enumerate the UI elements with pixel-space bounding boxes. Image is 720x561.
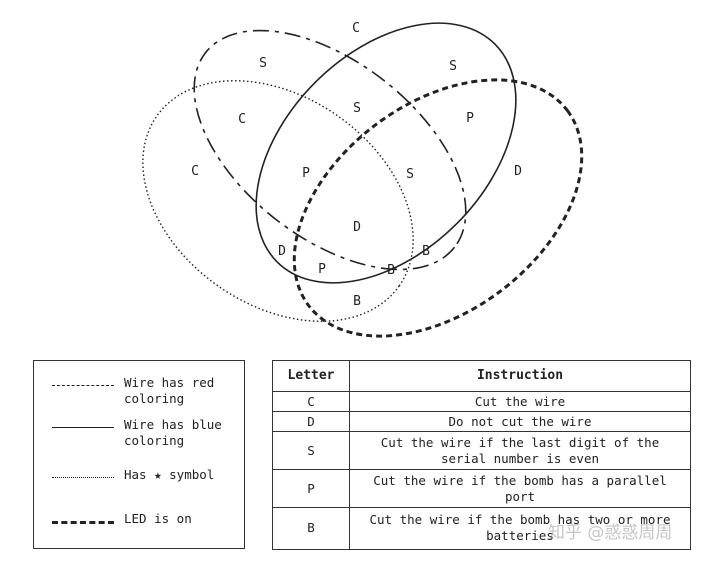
legend-box: Wire has red coloring Wire has blue colo… xyxy=(33,360,245,549)
table-row: C Cut the wire xyxy=(272,390,691,413)
row-letter: D xyxy=(272,411,350,433)
legend-label-led: LED is on xyxy=(124,511,192,526)
table-row: P Cut the wire if the bomb has a paralle… xyxy=(272,469,691,508)
region-all-four: D xyxy=(353,220,361,235)
solid-line-swatch xyxy=(52,427,114,428)
star-symbol-ellipse xyxy=(142,80,414,322)
region-red-led: B xyxy=(422,244,430,259)
legend-item-blue: Wire has blue coloring xyxy=(52,417,244,449)
instruction-table: Letter Instruction C Cut the wire D Do n… xyxy=(272,360,691,551)
legend-label-star: Has ★ symbol xyxy=(124,467,215,482)
row-letter: P xyxy=(272,469,350,508)
dotted-line-swatch xyxy=(52,477,114,478)
row-instruction: Do not cut the wire xyxy=(349,411,691,433)
table-header-row: Letter Instruction xyxy=(272,360,691,392)
region-star-red-blue: P xyxy=(302,166,310,181)
region-star-led: B xyxy=(353,294,361,309)
region-red-blue: S xyxy=(353,101,361,116)
venn-diagram: C S S S C P C P S D D D P B B B xyxy=(142,21,584,338)
heavy-dashed-line-swatch xyxy=(52,521,114,524)
legend-label-red: Wire has red coloring xyxy=(124,375,215,406)
row-instruction: Cut the wire if the last digit of the se… xyxy=(349,431,691,471)
watermark: 知乎 @惑惑周周 xyxy=(548,523,673,543)
region-star-only: C xyxy=(191,164,199,179)
region-red-only: S xyxy=(259,56,267,71)
blue-wire-ellipse xyxy=(255,22,517,284)
dashed-line-swatch xyxy=(52,385,114,386)
legend-label-blue: Wire has blue coloring xyxy=(124,417,222,448)
row-letter: C xyxy=(272,390,350,413)
region-c-outside: C xyxy=(352,21,360,36)
region-star-red-led: B xyxy=(387,263,395,278)
legend-item-star: Has ★ symbol xyxy=(52,467,244,483)
row-instruction: Cut the wire if the bomb has a parallel … xyxy=(349,469,691,508)
region-led-only: D xyxy=(514,164,522,179)
row-instruction: Cut the wire xyxy=(349,390,691,413)
region-led-blue: P xyxy=(466,111,474,126)
table-row: S Cut the wire if the last digit of the … xyxy=(272,431,691,471)
legend-item-red: Wire has red coloring xyxy=(52,375,244,407)
table-row: D Do not cut the wire xyxy=(272,411,691,433)
led-on-ellipse xyxy=(292,78,584,338)
table-row: B Cut the wire if the bomb has two or mo… xyxy=(272,506,691,551)
header-instruction: Instruction xyxy=(349,360,691,392)
row-letter: S xyxy=(272,431,350,471)
legend-item-led: LED is on xyxy=(52,511,244,527)
red-wire-ellipse xyxy=(193,29,467,271)
region-star-blue-led: P xyxy=(318,262,326,277)
header-letter: Letter xyxy=(272,360,350,392)
region-red-blue-led: S xyxy=(406,167,414,182)
row-instruction: Cut the wire if the bomb has two or more… xyxy=(349,506,691,551)
region-star-blue: D xyxy=(278,244,286,259)
region-blue-only: S xyxy=(449,59,457,74)
region-star-red: C xyxy=(238,112,246,127)
row-letter: B xyxy=(272,506,350,551)
